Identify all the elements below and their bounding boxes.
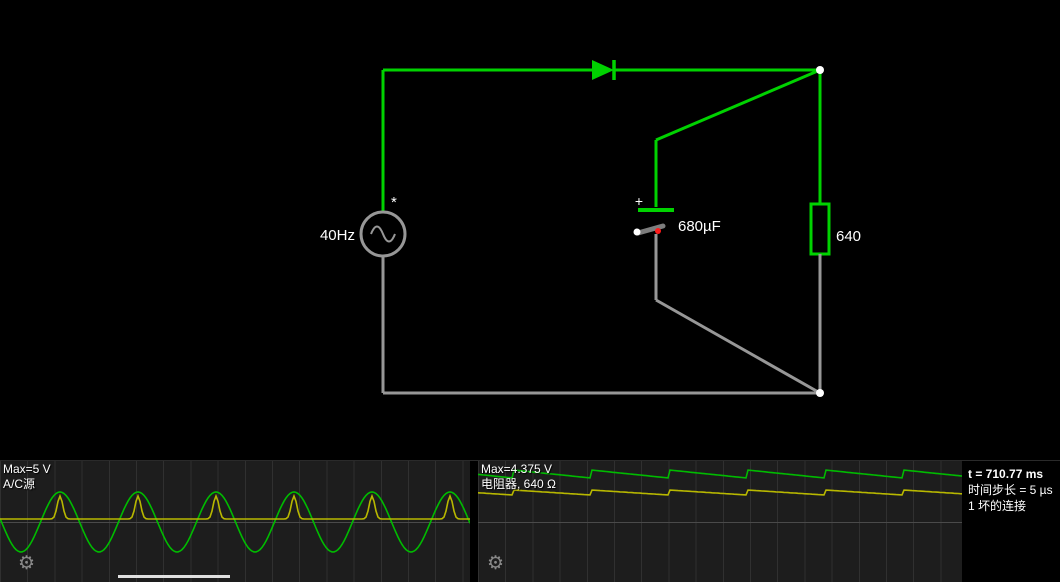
switch-pivot-post: [655, 228, 661, 234]
scope-right-traces: [478, 469, 962, 496]
capacitor-value-label: 680µF: [678, 218, 721, 235]
switch-open-post: [633, 228, 641, 236]
scope-panel-resistor[interactable]: Max=4.375 V 电阻器, 640 Ω: [478, 461, 962, 582]
ac-source-current-trace: [0, 493, 470, 520]
sim-bad-connections: 1 坏的连接: [968, 499, 1027, 513]
scope-right-max: Max=4.375 V: [481, 462, 553, 476]
scope-left-component: A/C源: [3, 477, 36, 491]
circuit-svg: 40Hz * + 680µF 640: [320, 60, 861, 397]
simulation-status: t = 710.77 ms 时间步长 = 5 µs 1 坏的连接: [968, 466, 1053, 514]
circuit-canvas[interactable]: 40Hz * + 680µF 640: [0, 0, 1060, 460]
resistor[interactable]: [809, 202, 831, 256]
source-probe-mark: *: [391, 194, 397, 211]
ac-source-voltage-trace: [0, 491, 470, 553]
diode[interactable]: [592, 60, 616, 80]
scope-left-label: Max=5 V A/C源: [3, 462, 51, 492]
ac-source[interactable]: [359, 210, 407, 258]
wire-capacitor-return[interactable]: [654, 234, 821, 395]
capacitor-polarity-label: +: [635, 193, 643, 209]
source-frequency-label: 40Hz: [320, 227, 355, 244]
sim-timestep: 时间步长 = 5 µs: [968, 483, 1053, 497]
scope-right-component: 电阻器, 640 Ω: [481, 477, 556, 491]
scope-centerline: [478, 522, 962, 523]
scope-right-label: Max=4.375 V 电阻器, 640 Ω: [481, 462, 556, 492]
wire-source-top[interactable]: [381, 68, 592, 212]
resistor-voltage-trace: [478, 469, 962, 479]
wire-node-to-capacitor[interactable]: [654, 68, 821, 207]
resistor-current-trace: [478, 489, 962, 496]
scope-scrollbar[interactable]: [118, 575, 230, 578]
scope-panel-source[interactable]: Max=5 V A/C源: [0, 461, 470, 582]
scope-settings-gear-right[interactable]: ⚙: [487, 553, 505, 574]
node-bottom-right: [816, 389, 824, 397]
switch[interactable]: [633, 223, 666, 236]
scope-left-max: Max=5 V: [3, 462, 51, 476]
wire-bottom-return[interactable]: [381, 256, 820, 395]
resistor-value-label: 640: [836, 228, 861, 245]
sine-symbol-icon: [370, 225, 396, 243]
scope-settings-gear-left[interactable]: ⚙: [18, 553, 36, 574]
node-top-right: [816, 66, 824, 74]
scope-left-traces: [0, 491, 470, 553]
sim-time: t = 710.77 ms: [968, 467, 1044, 481]
scope-strip: Max=5 V A/C源 Max=4.375 V 电阻器, 640 Ω t = …: [0, 460, 1060, 582]
